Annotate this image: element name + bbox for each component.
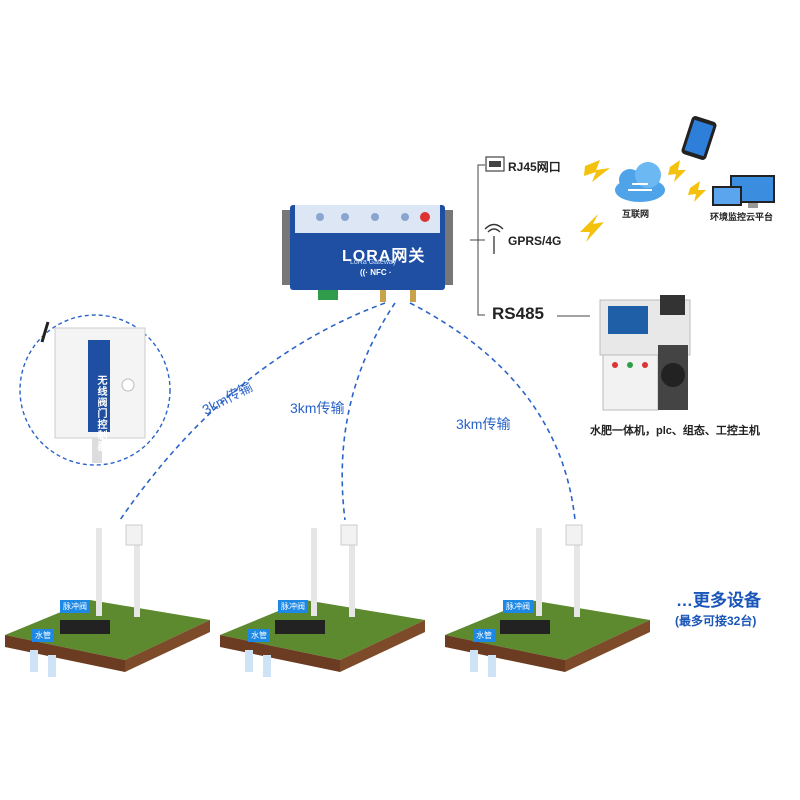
monitor-icon (712, 175, 775, 208)
gateway-title: LORA网关 (342, 248, 426, 265)
lightning-icon (668, 160, 686, 182)
water-pipe-tag: 水管 (473, 629, 495, 642)
rj45-port-icon (485, 156, 505, 172)
controller-label: 无线阀门控制器 (95, 375, 106, 452)
pulse-valve-tag: 脉冲阀 (60, 600, 90, 613)
gateway-subtitle: LoRa Gateway (350, 259, 397, 266)
cloud-icon (615, 162, 665, 202)
water-pipe-tag: 水管 (32, 629, 54, 642)
host-label: 水肥一体机，plc、组态、工控主机 (590, 425, 760, 437)
distance-label-right: 3km传输 (456, 416, 511, 432)
connector-bracket (470, 164, 485, 316)
more-devices-subtitle: (最多可接32台) (675, 614, 757, 628)
water-pipe-tag: 水管 (248, 629, 270, 642)
field-plot-1 (5, 524, 210, 677)
controller-device-zoom (40, 321, 146, 463)
cloud-platform-label: 环境监控云平台 (710, 212, 774, 222)
lora-link-middle (341, 302, 396, 521)
host-machine-icon (599, 295, 691, 411)
field-plot-3 (445, 524, 650, 677)
pulse-valve-tag: 脉冲阀 (278, 600, 308, 613)
distance-label-middle: 3km传输 (290, 400, 345, 416)
pulse-valve-tag: 脉冲阀 (503, 600, 533, 613)
controller-zoom-circle (19, 314, 171, 466)
lora-link-left (119, 302, 386, 521)
antenna-icon (484, 223, 504, 254)
more-devices-title: …更多设备 (676, 591, 761, 610)
lora-link-right (409, 302, 576, 521)
phone-icon (681, 116, 717, 160)
gateway-panel: LORA网关 LoRa Gateway ((· NFC · (290, 200, 445, 290)
field-plot-2 (220, 524, 425, 677)
internet-label: 互联网 (622, 209, 650, 219)
gprs-label: GPRS/4G (508, 234, 562, 248)
gateway-nfc-label: ((· NFC · (360, 268, 392, 277)
lightning-icon (688, 181, 706, 202)
lightning-icon (584, 160, 610, 182)
gateway-device (282, 205, 453, 302)
rs485-label: RS485 (492, 304, 544, 323)
lightning-icon (580, 214, 604, 242)
rj45-label: RJ45网口 (508, 160, 561, 174)
